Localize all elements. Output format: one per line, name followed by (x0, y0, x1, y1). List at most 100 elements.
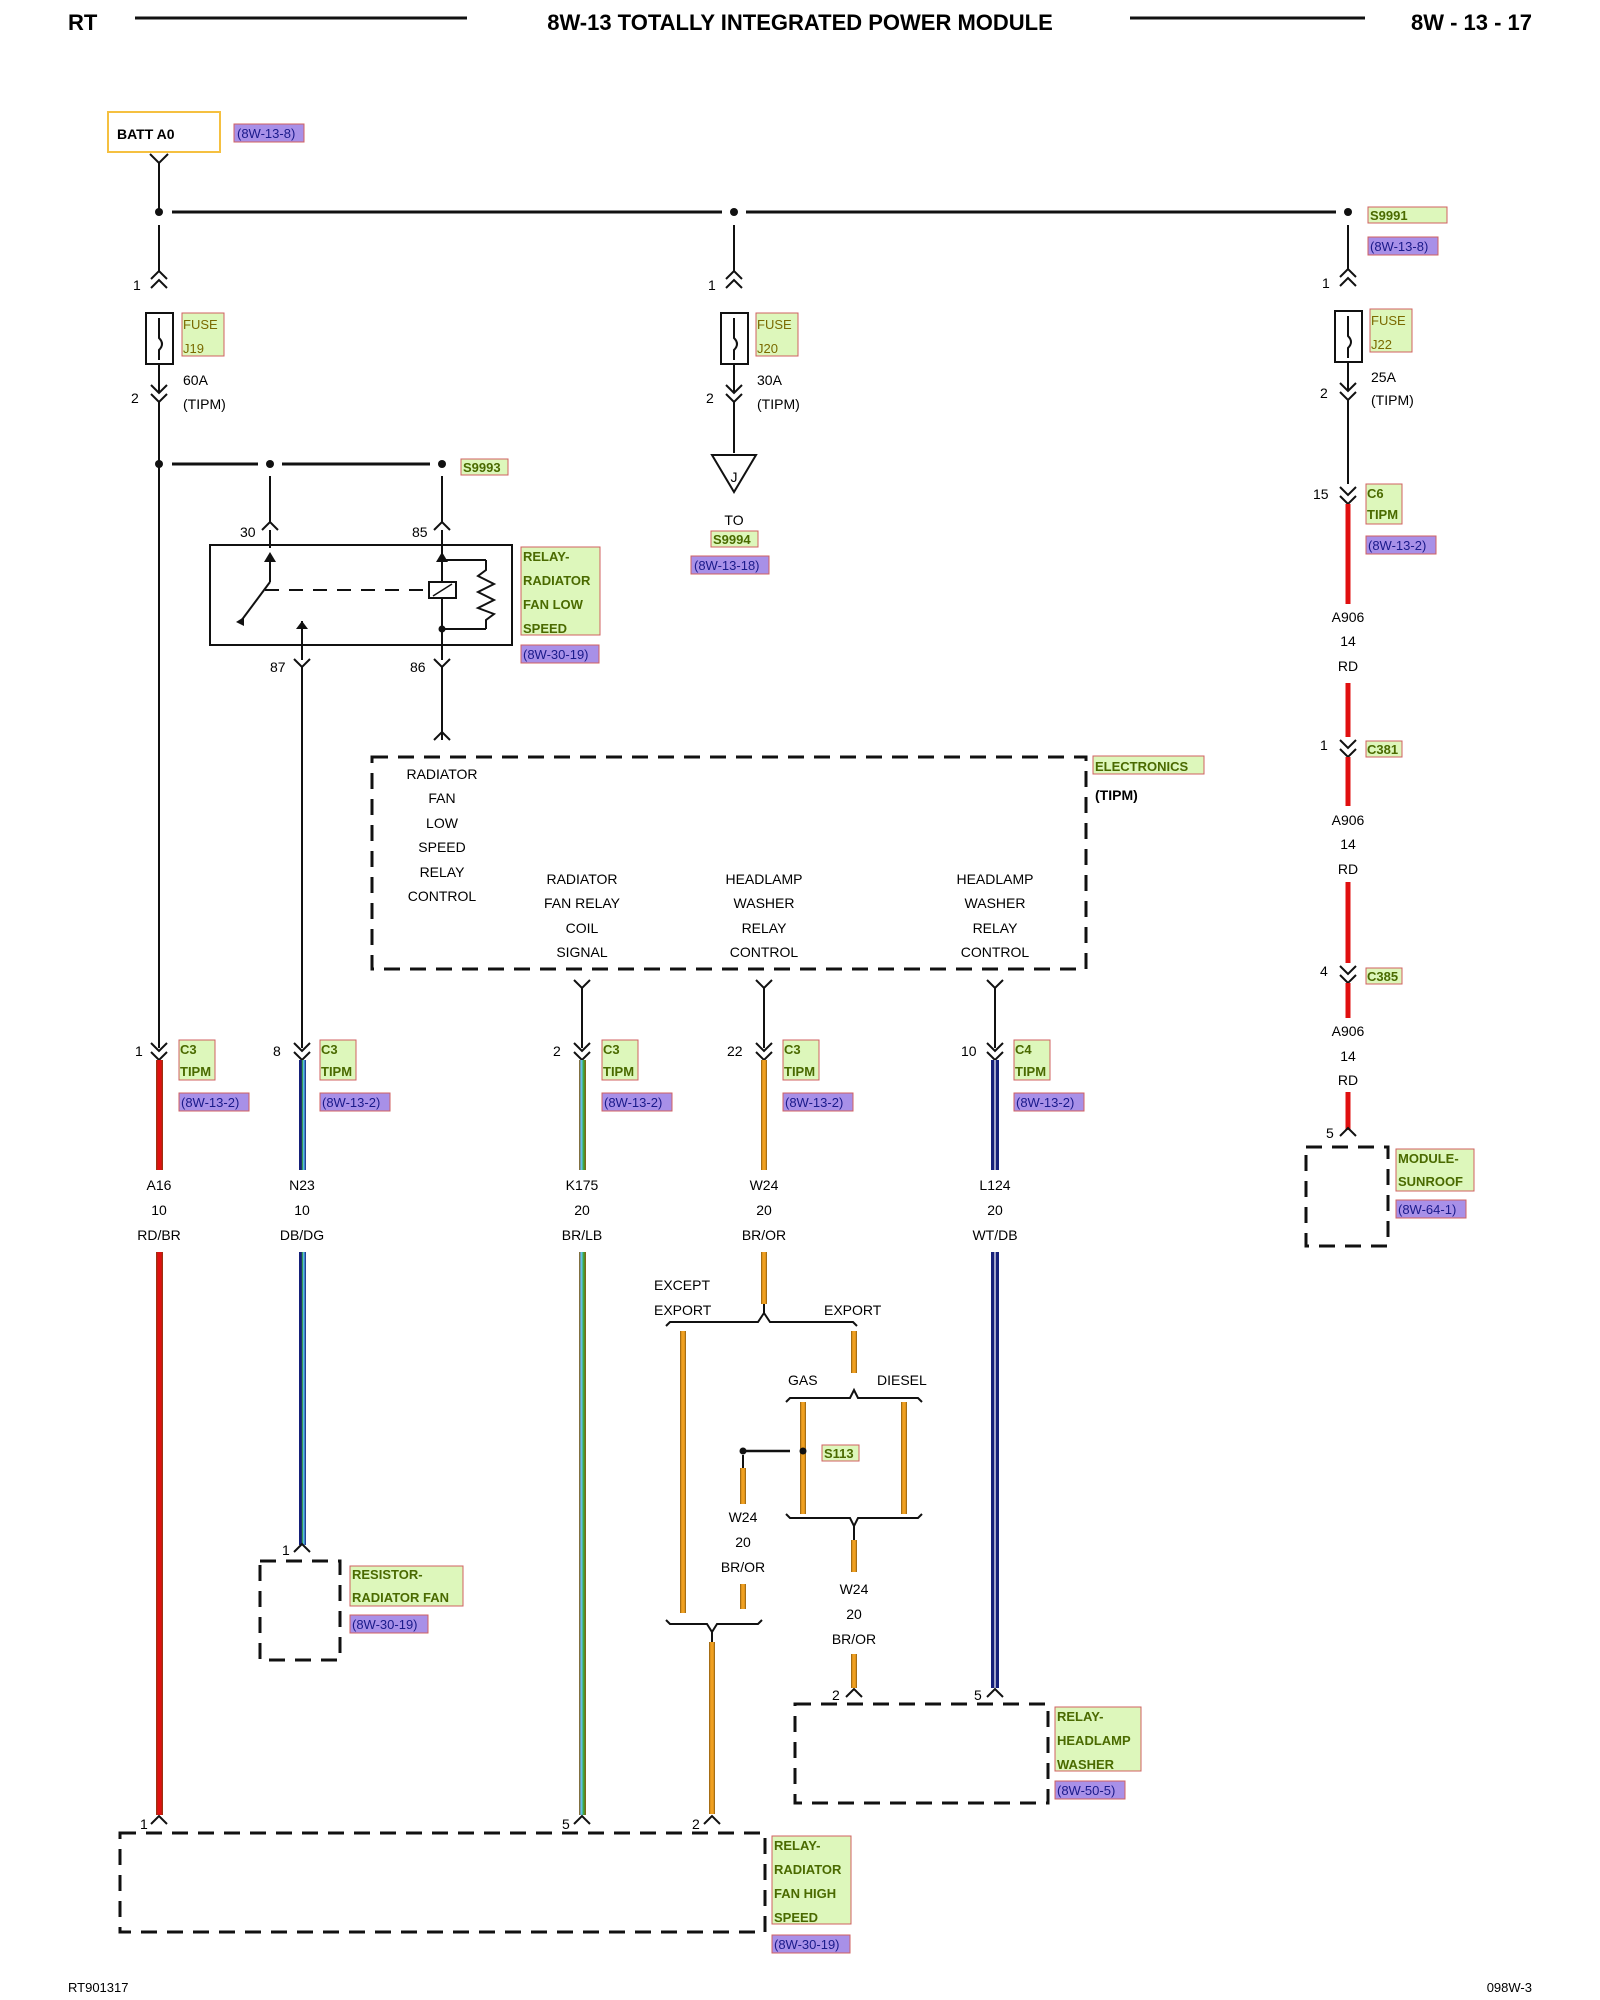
svg-text:20: 20 (987, 1202, 1003, 1218)
fuse-j20-name: FUSE (757, 317, 792, 332)
svg-text:RADIATOR: RADIATOR (774, 1862, 842, 1877)
svg-text:2: 2 (706, 390, 714, 406)
resistor-radiator-fan: RESISTOR- RADIATOR FAN (8W-30-19) (258, 1559, 464, 1662)
wire-k175-circuit: K175 (566, 1177, 599, 1193)
svg-text:8: 8 (273, 1043, 281, 1059)
fuse-j22-loc: (TIPM) (1371, 392, 1414, 408)
module-sunroof-label: MODULE- (1398, 1151, 1459, 1166)
svg-text:RD: RD (1338, 658, 1358, 674)
svg-text:TIPM: TIPM (1015, 1064, 1046, 1079)
svg-text:2: 2 (1320, 385, 1328, 401)
svg-text:WASHER: WASHER (734, 895, 795, 911)
svg-text:5: 5 (974, 1687, 982, 1703)
svg-text:(8W-13-2): (8W-13-2) (785, 1095, 843, 1110)
header-title: 8W-13 TOTALLY INTEGRATED POWER MODULE (547, 10, 1053, 35)
svg-text:1: 1 (708, 277, 716, 293)
fuse-j20-amps: 30A (757, 372, 783, 388)
svg-text:10: 10 (961, 1043, 977, 1059)
wire-a16-rd-br: 1 (140, 1060, 168, 1832)
wire-n23-db-dg: 1 (282, 1060, 311, 1558)
svg-text:RADIATOR: RADIATOR (546, 871, 617, 887)
svg-text:BR/OR: BR/OR (742, 1227, 786, 1243)
svg-text:10: 10 (294, 1202, 310, 1218)
connector-c3-pin1: 1 C3 TIPM (8W-13-2) A16 10 RD/BR (135, 1039, 250, 1243)
wire-k175-br-lb: 5 (562, 1060, 591, 1832)
svg-text:(8W-13-2): (8W-13-2) (1016, 1095, 1074, 1110)
svg-text:86: 86 (410, 659, 426, 675)
svg-text:HEADLAMP: HEADLAMP (1057, 1733, 1131, 1748)
relay-radiator-fan-low: 30 85 87 86 RELAY- RADIATOR FAN LOW SPEE… (209, 520, 601, 675)
svg-text:CONTROL: CONTROL (961, 944, 1030, 960)
connector-c6: C6 (1367, 486, 1384, 501)
svg-text:C4: C4 (1015, 1042, 1032, 1057)
svg-text:20: 20 (574, 1202, 590, 1218)
svg-text:(8W-30-19): (8W-30-19) (523, 647, 589, 662)
svg-text:15: 15 (1313, 486, 1329, 502)
wire-w24-br-or: EXCEPT EXPORT EXPORT 2 GAS DIESEL S113 W… (654, 1060, 927, 1832)
main-bus: S9991 (8W-13-8) (155, 206, 1448, 256)
header-page-number: 8W - 13 - 17 (1411, 10, 1532, 35)
svg-text:A906: A906 (1332, 609, 1365, 625)
svg-text:WASHER: WASHER (1057, 1757, 1115, 1772)
svg-text:10: 10 (151, 1202, 167, 1218)
to-connector-letter: J (731, 469, 738, 485)
batt-label: BATT A0 (117, 126, 175, 142)
svg-text:SPEED: SPEED (418, 839, 465, 855)
svg-text:W24: W24 (729, 1509, 758, 1525)
svg-text:2: 2 (832, 1687, 840, 1703)
fuse-j22-name: FUSE (1371, 313, 1406, 328)
svg-text:14: 14 (1340, 633, 1356, 649)
svg-text:COIL: COIL (566, 920, 599, 936)
splice-s9991-ref: (8W-13-8) (1370, 239, 1428, 254)
to-label: TO (724, 512, 743, 528)
svg-text:EXPORT: EXPORT (824, 1302, 882, 1318)
svg-text:87: 87 (270, 659, 286, 675)
svg-text:CONTROL: CONTROL (408, 888, 477, 904)
svg-text:FAN LOW: FAN LOW (523, 597, 584, 612)
svg-text:1: 1 (282, 1542, 290, 1558)
fuse-j19-amps: 60A (183, 372, 209, 388)
svg-text:C3: C3 (784, 1042, 801, 1057)
relay-low-label: RELAY- (523, 549, 569, 564)
fuse-j20-loc: (TIPM) (757, 396, 800, 412)
footer-code-left: RT901317 (68, 1980, 128, 1995)
relay-radiator-fan-high: RELAY- RADIATOR FAN HIGH SPEED (8W-30-19… (118, 1831, 852, 1954)
svg-text:RD: RD (1338, 1072, 1358, 1088)
svg-text:(8W-64-1): (8W-64-1) (1398, 1202, 1456, 1217)
svg-text:RELAY: RELAY (742, 920, 788, 936)
fuse-j19-name: FUSE (183, 317, 218, 332)
svg-text:A906: A906 (1332, 1023, 1365, 1039)
footer-code-right: 098W-3 (1487, 1980, 1532, 1995)
header: RT 8W-13 TOTALLY INTEGRATED POWER MODULE… (68, 10, 1532, 35)
svg-text:RELAY: RELAY (973, 920, 1019, 936)
svg-text:14: 14 (1340, 836, 1356, 852)
connector-c4-pin10: 10 C4 TIPM (8W-13-2) L124 20 WT/DB (961, 1039, 1085, 1243)
svg-text:1: 1 (135, 1043, 143, 1059)
relay-washer-label: RELAY- (1057, 1709, 1103, 1724)
splice-s9991: S9991 (1370, 208, 1408, 223)
connector-c385: C385 (1367, 969, 1398, 984)
svg-text:C3: C3 (180, 1042, 197, 1057)
svg-text:EXCEPT: EXCEPT (654, 1277, 710, 1293)
svg-text:SUNROOF: SUNROOF (1398, 1174, 1463, 1189)
svg-text:TIPM: TIPM (180, 1064, 211, 1079)
svg-text:(8W-13-2): (8W-13-2) (181, 1095, 239, 1110)
svg-text:1: 1 (1322, 275, 1330, 291)
svg-text:1: 1 (140, 1816, 148, 1832)
connector-c381: C381 (1367, 742, 1398, 757)
svg-text:20: 20 (735, 1534, 751, 1550)
svg-text:(8W-13-2): (8W-13-2) (1368, 538, 1426, 553)
svg-text:C3: C3 (603, 1042, 620, 1057)
splice-s9993: S9993 (463, 460, 501, 475)
batt-ref: (8W-13-8) (237, 126, 295, 141)
svg-text:(8W-50-5): (8W-50-5) (1057, 1783, 1115, 1798)
svg-text:SIGNAL: SIGNAL (556, 944, 608, 960)
splice-s9993-bus: S9993 (155, 458, 509, 1048)
svg-text:TIPM: TIPM (603, 1064, 634, 1079)
svg-text:(8W-13-2): (8W-13-2) (604, 1095, 662, 1110)
svg-text:20: 20 (756, 1202, 772, 1218)
svg-text:A906: A906 (1332, 812, 1365, 828)
relay-headlamp-washer: RELAY- HEADLAMP WASHER (8W-50-5) (793, 1702, 1142, 1805)
svg-text:14: 14 (1340, 1048, 1356, 1064)
connector-c3-pin22: 22 C3 TIPM (8W-13-2) W24 20 BR/OR (727, 1039, 854, 1243)
